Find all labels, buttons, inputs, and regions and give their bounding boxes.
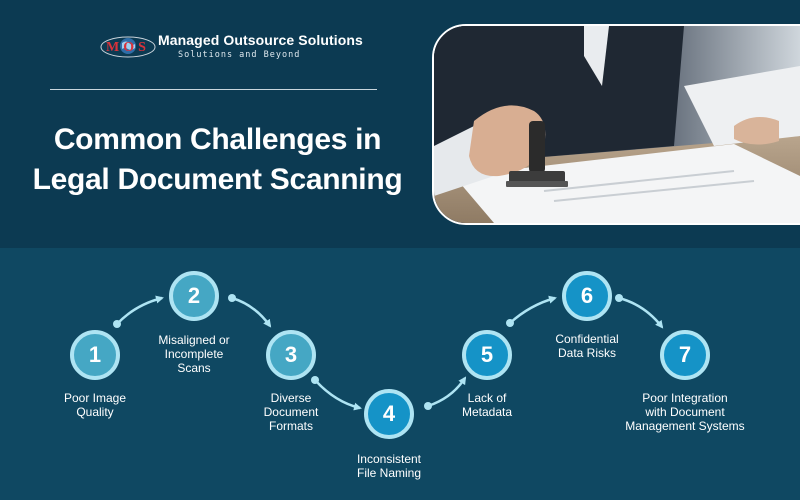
step-3-label-line: Formats [268,419,313,433]
step-1-circle: 1 [70,330,120,380]
step-5-circle: 5 [462,330,512,380]
step-2-label-line: Incomplete [164,347,224,361]
step-7-label: Poor Integration with Document Managemen… [610,391,760,433]
step-3-label-line: Document [263,405,319,419]
step-3-number: 3 [284,342,298,367]
step-7-circle: 7 [660,330,710,380]
step-2-circle: 2 [169,271,219,321]
step-6-label: Confidential Data Risks [517,332,657,360]
step-2-label: Misaligned or Incomplete Scans [124,333,264,375]
step-6-circle: 6 [562,271,612,321]
step-4-circle: 4 [364,389,414,439]
step-7-number: 7 [678,342,692,367]
step-1-label-line: Quality [76,405,114,419]
step-2-label-line: Misaligned or [158,333,230,347]
connector-arrow-3-4 [314,379,362,411]
connector-arrow-4-5 [427,376,467,408]
step-2-label-line: Scans [177,361,211,375]
step-5-label-line: Lack of [467,391,507,405]
step-6-label-line: Data Risks [557,346,616,360]
connector-arrow-2-3 [231,296,272,328]
step-5-label-line: Metadata [461,405,513,419]
step-4-label: Inconsistent File Naming [319,452,459,480]
brand-tagline: Solutions and Beyond [178,50,301,60]
step-7-label-line: Management Systems [625,419,745,433]
connector-arrow-5-6 [509,295,557,324]
steps-panel [0,248,800,500]
step-5-label: Lack of Metadata [417,391,557,419]
step-1-number: 1 [88,342,102,367]
step-4-label-line: Inconsistent [356,452,422,466]
step-3-label-line: Diverse [270,391,312,405]
step-3-label: Diverse Document Formats [221,391,361,433]
page-title: Common Challenges in Legal Document Scan… [20,120,415,200]
step-1-label-line: Poor Image [63,391,127,405]
step-7-label-line: with Document [645,405,725,419]
brand-name: Managed Outsource Solutions [158,32,363,48]
step-1-label: Poor Image Quality [25,391,165,419]
page-title-line-2: Legal Document Scanning [32,163,403,196]
step-4-number: 4 [382,401,396,426]
brand-logo: MOS Managed Outsource Solutions Solution… [100,30,363,66]
logo-mark-letters: MOS [106,40,150,55]
header-divider [50,89,377,90]
connector-arrow-6-7 [618,296,664,329]
step-6-label-line: Confidential [555,332,619,346]
step-4-label-line: File Naming [356,466,422,480]
page-title-line-1: Common Challenges in [53,123,382,156]
stamping-document-photo [432,24,800,225]
photo-illustration [434,26,800,223]
step-5-number: 5 [480,342,494,367]
step-3-circle: 3 [266,330,316,380]
connector-arrow-1-2 [116,295,164,325]
step-2-number: 2 [187,283,201,308]
step-7-label-line: Poor Integration [642,391,728,405]
globe-logo-icon: MOS [100,36,156,58]
step-6-number: 6 [580,283,594,308]
